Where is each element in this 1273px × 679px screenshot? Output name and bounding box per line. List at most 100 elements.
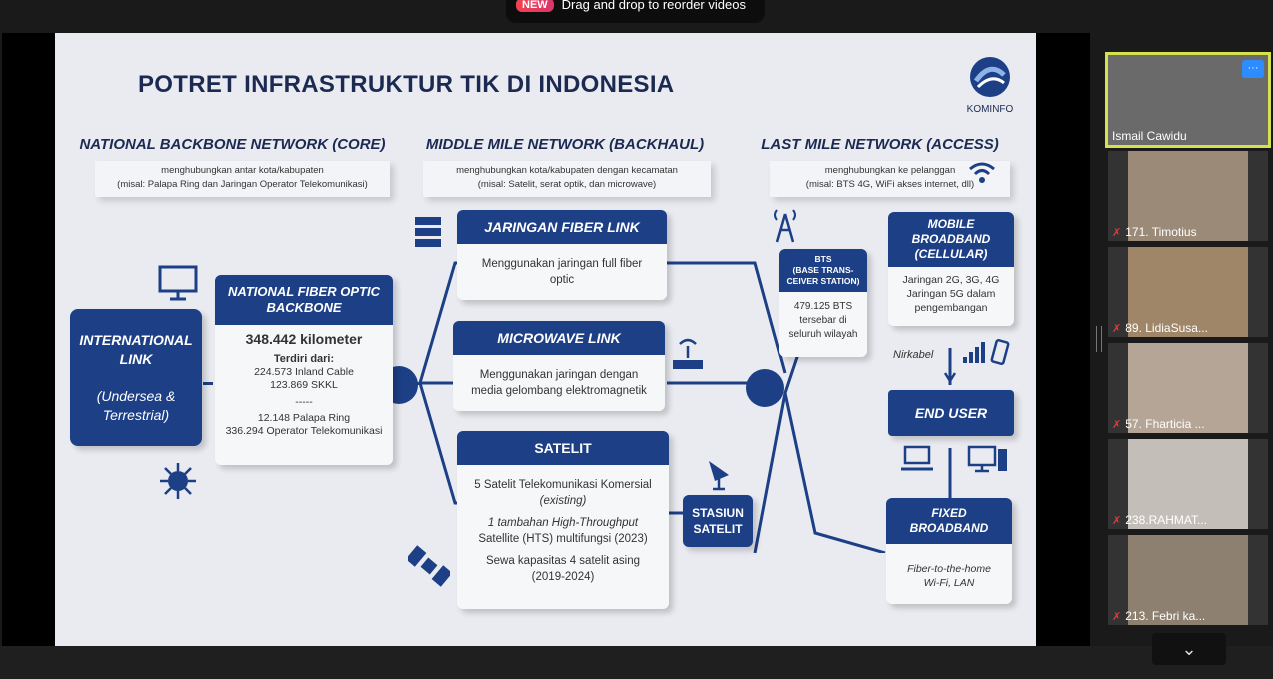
fiber-link-text1: Menggunakan jaringan full fiber [481,258,643,270]
satelit-text3: 1 tambahan High-Throughput [487,517,639,529]
satelit-text2: (existing) [539,495,587,507]
chevron-down-icon: ⌄ [1181,639,1197,659]
mobile-text3: pengembangan [914,302,988,314]
participant-name: ✗238.RAHMAT... [1112,513,1207,527]
stasiun-line2: SATELIT [693,522,743,536]
col2-heading: MIDDLE MILE NETWORK (BACKHAUL) [425,136,705,153]
bts-head3: CEIVER STATION) [786,276,860,286]
bts-text3: seluruh wilayah [788,329,858,340]
resize-handle[interactable] [1096,326,1102,352]
bts-text1: 479.125 BTS [793,301,853,312]
fixed-text1: Fiber-to-the-home [907,563,991,575]
satelit-header: SATELIT [457,431,669,465]
participant-name-text: 171. Timotius [1125,225,1197,239]
bts-head1: BTS [814,254,832,264]
participant-name-text: 57. Fharticia ... [1125,417,1205,431]
participant-tile[interactable]: ✗57. Fharticia ... [1108,343,1268,433]
nirkabel-label: Nirkabel [893,349,934,361]
col3-note-line1: menghubungkan ke pelanggan [824,165,956,176]
satellite-icon [408,545,450,587]
end-user-box: END USER [888,390,1014,436]
mobile-broadband-card: MOBILE BROADBAND (CELLULAR) Jaringan 2G,… [888,212,1014,326]
mic-muted-icon: ✗ [1112,514,1122,527]
participant-video [1128,247,1248,337]
participant-video [1128,439,1248,529]
participant-tile-active-speaker[interactable]: ··· Ismail Cawidu [1105,52,1271,148]
fixed-header: FIXED BROADBAND [886,498,1012,544]
mic-muted-icon: ✗ [1112,226,1122,239]
col3-note: menghubungkan ke pelanggan (misal: BTS 4… [770,161,1010,197]
satelit-text6: (2019-2024) [531,571,595,583]
server-icon [415,217,441,247]
mobile-header: MOBILE BROADBAND (CELLULAR) [888,212,1014,267]
participant-name-text: 89. LidiaSusa... [1125,321,1208,335]
col2-note-line2: (misal: Satelit, serat optik, dan microw… [477,179,657,190]
fixed-text2: Wi-Fi, LAN [923,577,975,589]
col3-note-line2: (misal: BTS 4G, WiFi akses internet, dll… [805,179,975,190]
slide-title: POTRET INFRASTRUKTUR TIK DI INDONESIA [138,71,675,98]
participant-tile[interactable]: ✗238.RAHMAT... [1108,439,1268,529]
more-options-button[interactable]: ··· [1242,60,1264,78]
fixed-head1: FIXED [931,506,967,520]
fiber-link-text2: optic [549,274,575,286]
intl-line1: INTERNATIONAL [79,332,193,348]
mic-muted-icon: ✗ [1112,322,1122,335]
wifi-icon [969,162,995,183]
reorder-toast: NEW Drag and drop to reorder videos [506,0,765,23]
stasiun-line1: STASIUN [692,506,744,520]
fiber-link-header: JARINGAN FIBER LINK [457,210,667,244]
microwave-text1: Menggunakan jaringan dengan [479,369,639,381]
col1-note: menghubungkan antar kota/kabupaten (misa… [95,161,390,197]
intl-line2: LINK [119,351,153,367]
nfob-c: 12.148 Palapa Ring [257,412,351,424]
national-fiber-card: NATIONAL FIBER OPTIC BACKBONE 348.442 ki… [215,275,393,465]
scroll-down-button[interactable]: ⌄ [1152,633,1226,665]
nfob-b: 123.869 SKKL [270,379,338,391]
satelit-text1: 5 Satelit Telekomunikasi Komersial [474,479,652,491]
new-badge: NEW [516,0,554,12]
col3-heading: LAST MILE NETWORK (ACCESS) [761,136,999,153]
international-link-box: INTERNATIONAL LINK (Undersea & Terrestri… [70,309,202,446]
participant-video [1128,151,1248,241]
laptop-icon [901,445,933,471]
mic-muted-icon: ✗ [1112,610,1122,623]
mobile-text1: Jaringan 2G, 3G, 4G [902,274,1000,286]
kominfo-logo-icon [970,57,1010,97]
mic-muted-icon: ✗ [1112,418,1122,431]
access-node [746,369,784,407]
mobile-head3: (CELLULAR) [914,247,988,261]
bottom-toolbar [0,646,1273,679]
cell-tower-icon [774,209,796,243]
microwave-link-card: MICROWAVE LINK Menggunakan jaringan deng… [453,321,665,411]
nfob-head2: BACKBONE [266,300,342,315]
router-icon [673,338,703,369]
nfob-km: 348.442 kilometer [245,331,363,347]
connector-line [203,382,213,385]
satelit-card: SATELIT 5 Satelit Telekomunikasi Komersi… [457,431,669,609]
col2-note-line1: menghubungkan kota/kabupaten dengan keca… [456,165,678,176]
fixed-broadband-card: FIXED BROADBAND Fiber-to-the-home Wi-Fi,… [886,498,1012,604]
satelit-text5: Sewa kapasitas 4 satelit asing [485,555,641,567]
col1-note-line1: menghubungkan antar kota/kabupaten [161,165,324,176]
nfob-header: NATIONAL FIBER OPTIC BACKBONE [215,275,393,325]
participant-gallery: ··· Ismail Cawidu ✗171. Timotius ✗89. Li… [1100,50,1273,630]
kominfo-logo: KOMINFO [960,55,1020,119]
desktop-icon [967,445,1007,473]
participant-tile[interactable]: ✗171. Timotius [1108,151,1268,241]
satellite-dish-icon [709,461,729,491]
fixed-head2: BROADBAND [909,521,989,535]
participant-name: ✗89. LidiaSusa... [1112,321,1208,335]
toast-text: Drag and drop to reorder videos [561,0,746,12]
participant-name: Ismail Cawidu [1112,129,1187,143]
participant-tile[interactable]: ✗89. LidiaSusa... [1108,247,1268,337]
participant-video [1128,535,1248,625]
participant-video [1108,55,1268,145]
signal-phone-icon [963,339,1010,365]
fiber-link-card: JARINGAN FIBER LINK Menggunakan jaringan… [457,210,667,300]
microwave-header: MICROWAVE LINK [453,321,665,355]
bts-text2: tersebar di [799,315,847,326]
mobile-head1: MOBILE [927,217,975,231]
satelit-text4: Satellite (HTS) multifungsi (2023) [478,533,648,545]
participant-tile[interactable]: ✗213. Febri ka... [1108,535,1268,625]
logo-text: KOMINFO [966,104,1014,115]
